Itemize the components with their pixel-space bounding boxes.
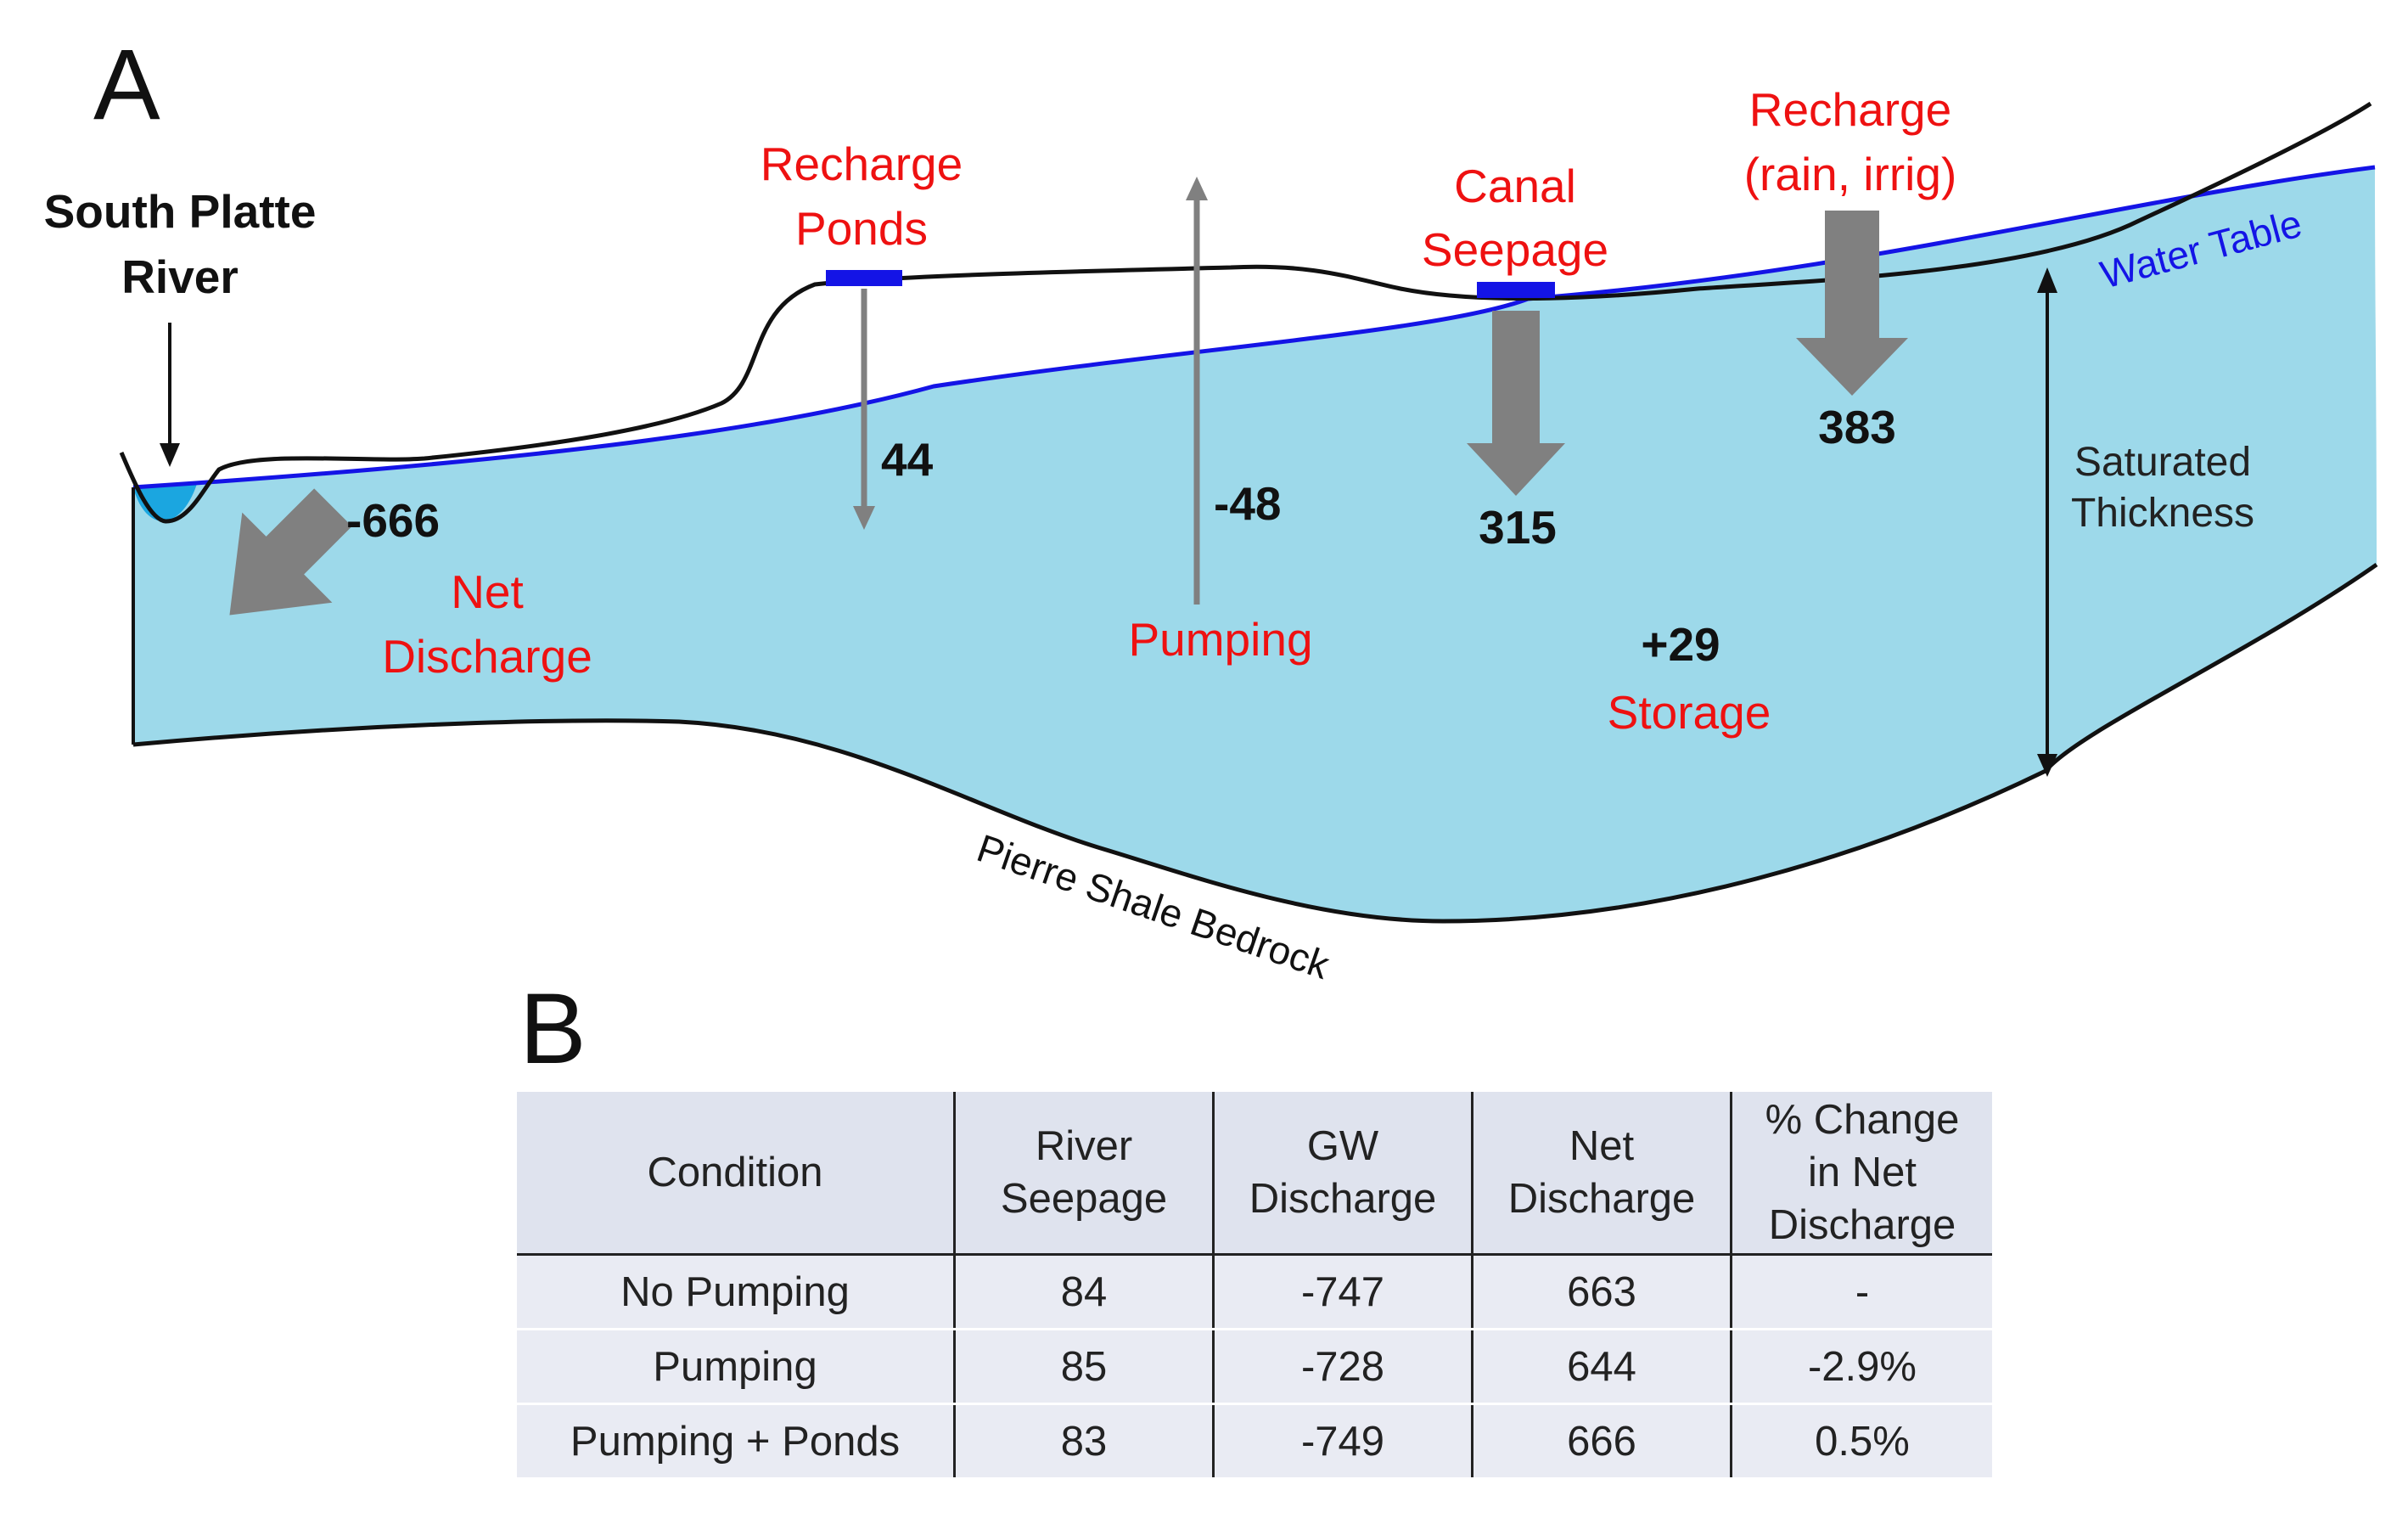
river-water [133,484,197,522]
recharge-rain-label-2: (rain, irrig) [1744,148,1957,200]
recharge-pond-marker [826,270,902,286]
table-row: No Pumping 84 -747 663 - [517,1254,1992,1330]
river-label-1: South Platte [44,185,317,238]
storage-value: +29 [1641,618,1720,671]
table-row: Pumping 85 -728 644 -2.9% [517,1329,1992,1405]
canal-seepage-arrow [1467,311,1565,496]
table-cell: 85 [954,1329,1215,1405]
table-cell: 83 [954,1403,1215,1477]
table-cell: 666 [1472,1403,1732,1477]
recharge-rain-arrow [1796,211,1908,396]
saturated-label-1: Saturated [2074,440,2251,485]
recharge-rain-value: 383 [1818,401,1896,453]
canal-label-2: Seepage [1422,223,1608,276]
aquifer-diagram: A South Platte River Recharge Ponds 44 -… [44,29,2378,1085]
header-text: Discharge [1507,1176,1696,1222]
header-condition: Condition [517,1092,956,1256]
canal-value: 315 [1479,501,1557,554]
recharge-ponds-label-2: Ponds [795,202,928,255]
recharge-rain-label-1: Recharge [1749,83,1951,136]
header-text: in Net [1807,1150,1917,1195]
table-cell: 84 [954,1254,1215,1330]
header-text: GW [1306,1123,1379,1169]
table-cell: 663 [1472,1254,1732,1330]
header-gw-discharge: GW Discharge [1213,1092,1473,1256]
table-cell: - [1731,1254,1992,1330]
river-label-2: River [121,250,239,303]
panel-b-letter: B [519,973,587,1085]
pumping-label: Pumping [1128,613,1312,666]
canal-marker [1477,282,1555,298]
table-cell: -749 [1213,1403,1473,1477]
storage-label: Storage [1608,686,1771,739]
pumping-arrow-head [1186,177,1208,200]
pumping-value: -48 [1214,477,1282,530]
recharge-ponds-arrow-head [853,506,875,530]
header-text: Seepage [1000,1176,1168,1222]
recharge-ponds-value: 44 [881,433,934,486]
header-text: Condition [647,1150,823,1195]
panel-a-letter: A [93,29,160,141]
header-text: River [1035,1123,1133,1169]
header-text: Discharge [1768,1202,1956,1248]
table-cell: 0.5% [1731,1403,1992,1477]
net-discharge-value: -666 [346,494,440,547]
recharge-ponds-label-1: Recharge [761,138,963,190]
net-discharge-label-1: Net [451,565,524,618]
table-cell: -728 [1213,1329,1473,1405]
canal-label-1: Canal [1454,160,1576,212]
net-discharge-label-2: Discharge [382,630,592,683]
table-cell: Pumping [517,1329,956,1405]
water-table-line [132,165,2376,490]
table-cell: -2.9% [1731,1329,1992,1405]
saturated-thickness-head-bottom [2037,754,2057,777]
river-pointer-head [160,443,180,467]
header-text: % Change [1765,1097,1960,1143]
table-row: Pumping + Ponds 83 -749 666 0.5% [517,1403,1992,1477]
header-text: Net [1569,1123,1635,1169]
aquifer-body [133,167,2377,921]
saturated-label-2: Thickness [2071,491,2254,536]
net-discharge-arrow [229,488,352,616]
table-cell: -747 [1213,1254,1473,1330]
table-cell: No Pumping [517,1254,956,1330]
land-surface-line [119,101,2372,524]
table-cell: Pumping + Ponds [517,1403,956,1477]
header-text: Discharge [1249,1176,1437,1222]
table-cell: 644 [1472,1329,1732,1405]
saturated-thickness-head-top [2037,267,2057,293]
